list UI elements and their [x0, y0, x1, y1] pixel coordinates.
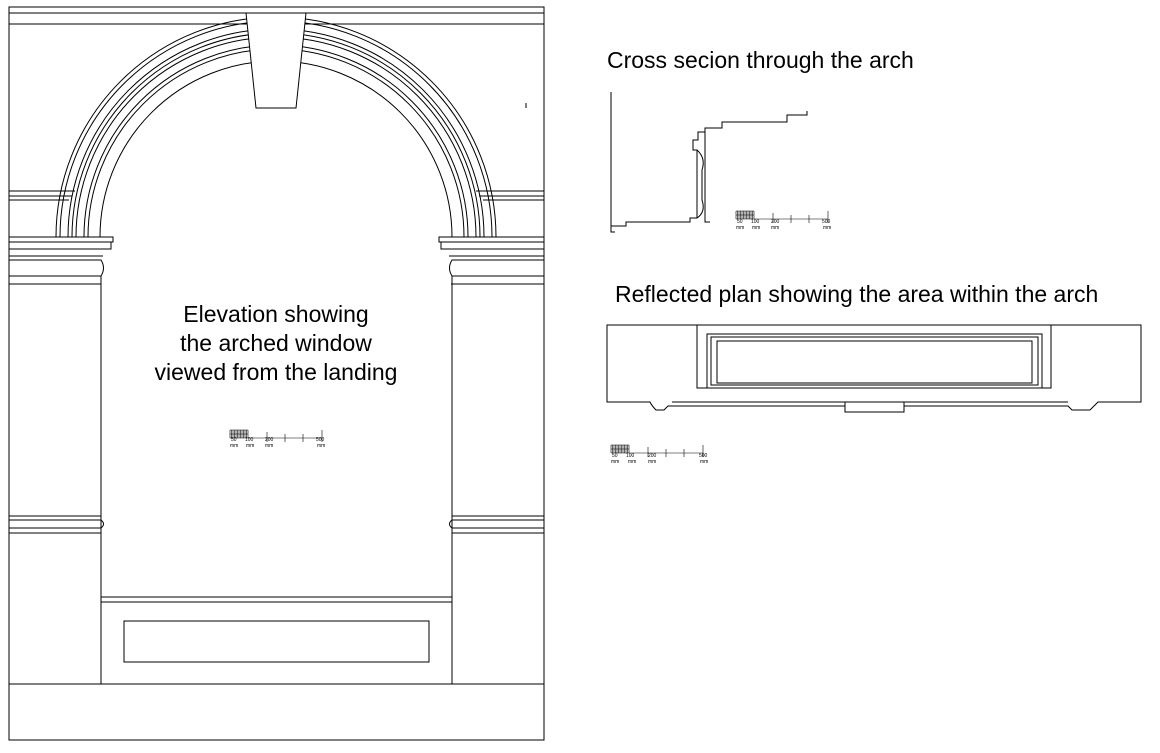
elevation-caption-line-2: the arched window: [180, 330, 372, 356]
scale-unit-2: mm: [628, 459, 636, 465]
plan-title: Reflected plan showing the area within t…: [615, 281, 1098, 307]
scale-label-200: 200: [265, 437, 274, 443]
elevation-caption-line-3: viewed from the landing: [155, 359, 398, 385]
scale-unit-2: mm: [752, 225, 760, 231]
section-scale-bar: 50 100 200 500 mm mm mm mm: [735, 210, 831, 231]
elevation-scale-bar: 50 100 200 500 mm mm mm mm: [229, 429, 325, 449]
scale-label-200: 200: [771, 219, 780, 225]
scale-label-50: 50: [231, 437, 237, 443]
elevation-caption-line-1: Elevation showing: [183, 301, 368, 327]
scale-label-500: 500: [822, 219, 831, 225]
elevation-drawing: [8, 6, 545, 741]
scale-label-100: 100: [751, 219, 760, 225]
scale-unit-1: mm: [736, 225, 744, 231]
plan-scale-bar: 50 100 200 500 mm mm mm mm: [610, 444, 708, 465]
scale-label-50: 50: [612, 453, 618, 459]
scale-unit-3: mm: [265, 443, 273, 449]
scale-label-200: 200: [648, 453, 657, 459]
scale-unit-4: mm: [823, 225, 831, 231]
scale-unit-4: mm: [317, 443, 325, 449]
section-title: Cross secion through the arch: [607, 47, 914, 73]
cross-section-drawing: [610, 92, 808, 233]
scale-label-500: 500: [699, 453, 708, 459]
scale-label-500: 500: [316, 437, 325, 443]
scale-unit-2: mm: [246, 443, 254, 449]
scale-unit-1: mm: [611, 459, 619, 465]
scale-label-100: 100: [626, 453, 635, 459]
scale-unit-1: mm: [230, 443, 238, 449]
reflected-plan-drawing: [606, 324, 1142, 413]
scale-label-50: 50: [737, 219, 743, 225]
scale-unit-3: mm: [771, 225, 779, 231]
scale-unit-3: mm: [648, 459, 656, 465]
scale-unit-4: mm: [700, 459, 708, 465]
scale-label-100: 100: [245, 437, 254, 443]
